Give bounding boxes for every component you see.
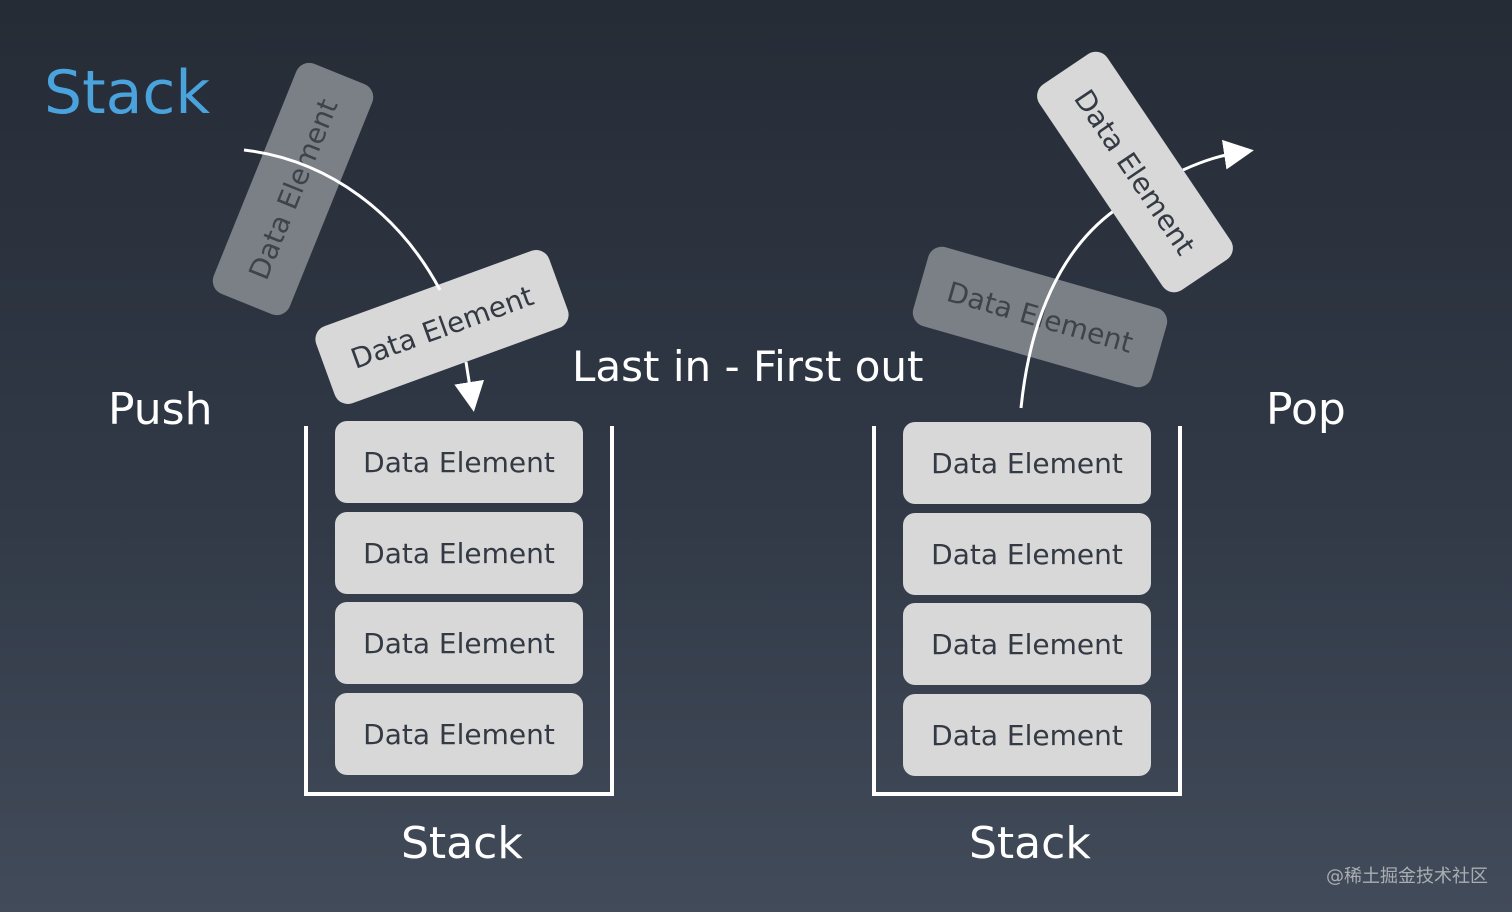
- push-arrow-drop: [454, 361, 485, 412]
- push-stack-block: Data Element: [335, 693, 583, 775]
- watermark: @稀土掘金技术社区: [1326, 866, 1488, 887]
- pop-stack-block: Data Element: [903, 694, 1151, 776]
- pop-stack-block: Data Element: [903, 422, 1151, 504]
- push-stack-block: Data Element: [335, 512, 583, 594]
- pop-stack-label: Stack: [969, 818, 1091, 869]
- pop-label: Pop: [1266, 384, 1346, 435]
- pop-arrow-exit: [1182, 139, 1254, 172]
- slide-title: Stack: [44, 58, 211, 128]
- push-stack-container: [304, 426, 614, 796]
- push-stack-block: Data Element: [335, 421, 583, 503]
- push-label: Push: [108, 384, 213, 435]
- pop-stack-block: Data Element: [903, 603, 1151, 685]
- push-stack-block: Data Element: [335, 602, 583, 684]
- push-arrow-curve: [243, 148, 442, 291]
- lifo-caption: Last in - First out: [572, 342, 924, 391]
- push-stack-label: Stack: [401, 818, 523, 869]
- pop-stack-container: [872, 426, 1182, 796]
- pop-stack-block: Data Element: [903, 513, 1151, 595]
- pop-arrow-curve: [1019, 208, 1116, 409]
